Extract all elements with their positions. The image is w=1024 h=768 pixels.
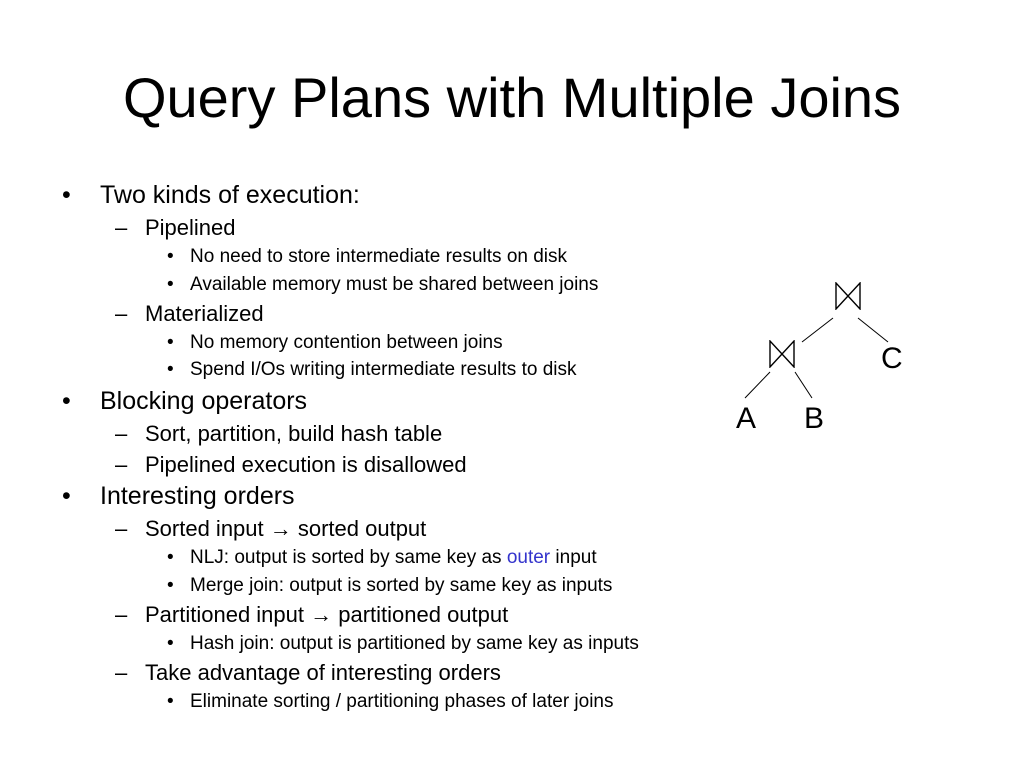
bullet-item: No need to store intermediate results on…	[190, 246, 568, 267]
bullet-item: NLJ: output is sorted by same key as out…	[190, 547, 597, 569]
dash-marker: –	[115, 215, 128, 240]
bowtie-join-icon	[835, 282, 861, 310]
join-tree-edges	[744, 317, 889, 399]
bullet-marker: •	[62, 387, 71, 415]
bullet-item: Sorted input → sorted output	[145, 516, 427, 541]
bullet-marker: •	[167, 246, 174, 267]
bullet-item: Two kinds of execution:	[100, 181, 360, 209]
bullet-marker: •	[167, 332, 174, 353]
dash-marker: –	[115, 516, 128, 541]
bullet-item: Materialized	[145, 301, 264, 326]
bullet-item: Interesting orders	[100, 482, 295, 510]
tree-edge	[857, 317, 889, 343]
bullet-marker: •	[62, 482, 71, 510]
bullet-marker: •	[167, 575, 174, 596]
bullet-marker: •	[62, 181, 71, 209]
bullet-item: Sort, partition, build hash table	[145, 421, 443, 446]
bowtie-join-icon	[769, 340, 795, 368]
dash-marker: –	[115, 301, 128, 326]
bullet-item: Merge join: output is sorted by same key…	[190, 575, 613, 596]
bullet-item: Blocking operators	[100, 387, 308, 415]
bullet-item: Hash join: output is partitioned by same…	[190, 633, 639, 654]
bullet-item: No memory contention between joins	[190, 332, 503, 353]
relation-label-a: A	[736, 402, 757, 435]
bullet-item: Take advantage of interesting orders	[145, 660, 501, 685]
join-tree-diagram: C A B	[720, 270, 920, 440]
slide-title: Query Plans with Multiple Joins	[122, 66, 902, 129]
highlighted-word: outer	[506, 547, 551, 568]
tree-edge	[794, 371, 813, 399]
dash-marker: –	[115, 421, 128, 446]
bullet-marker: •	[167, 547, 174, 568]
bullet-item: Partitioned input → partitioned output	[145, 602, 509, 627]
bullet-marker: •	[167, 691, 174, 712]
dash-marker: –	[115, 660, 128, 685]
bullet-item: Eliminate sorting / partitioning phases …	[190, 691, 614, 712]
dash-marker: –	[115, 602, 128, 627]
bullet-marker: •	[167, 274, 174, 295]
relation-label-c: C	[881, 342, 903, 375]
bullet-outline: • Two kinds of execution: – Pipelined • …	[62, 181, 639, 712]
bullet-item-text: NLJ: output is sorted by same key as	[190, 547, 507, 568]
relation-label-b: B	[804, 402, 825, 435]
bullet-item-text: input	[550, 547, 597, 568]
bullet-item: Pipelined	[145, 215, 236, 240]
tree-edge	[744, 371, 771, 399]
bullet-item: Spend I/Os writing intermediate results …	[190, 359, 577, 380]
dash-marker: –	[115, 452, 128, 477]
bullet-item: Pipelined execution is disallowed	[145, 452, 467, 477]
bullet-marker: •	[167, 359, 174, 380]
bullet-item: Available memory must be shared between …	[190, 274, 599, 295]
bullet-marker: •	[167, 633, 174, 654]
tree-edge	[801, 317, 834, 343]
